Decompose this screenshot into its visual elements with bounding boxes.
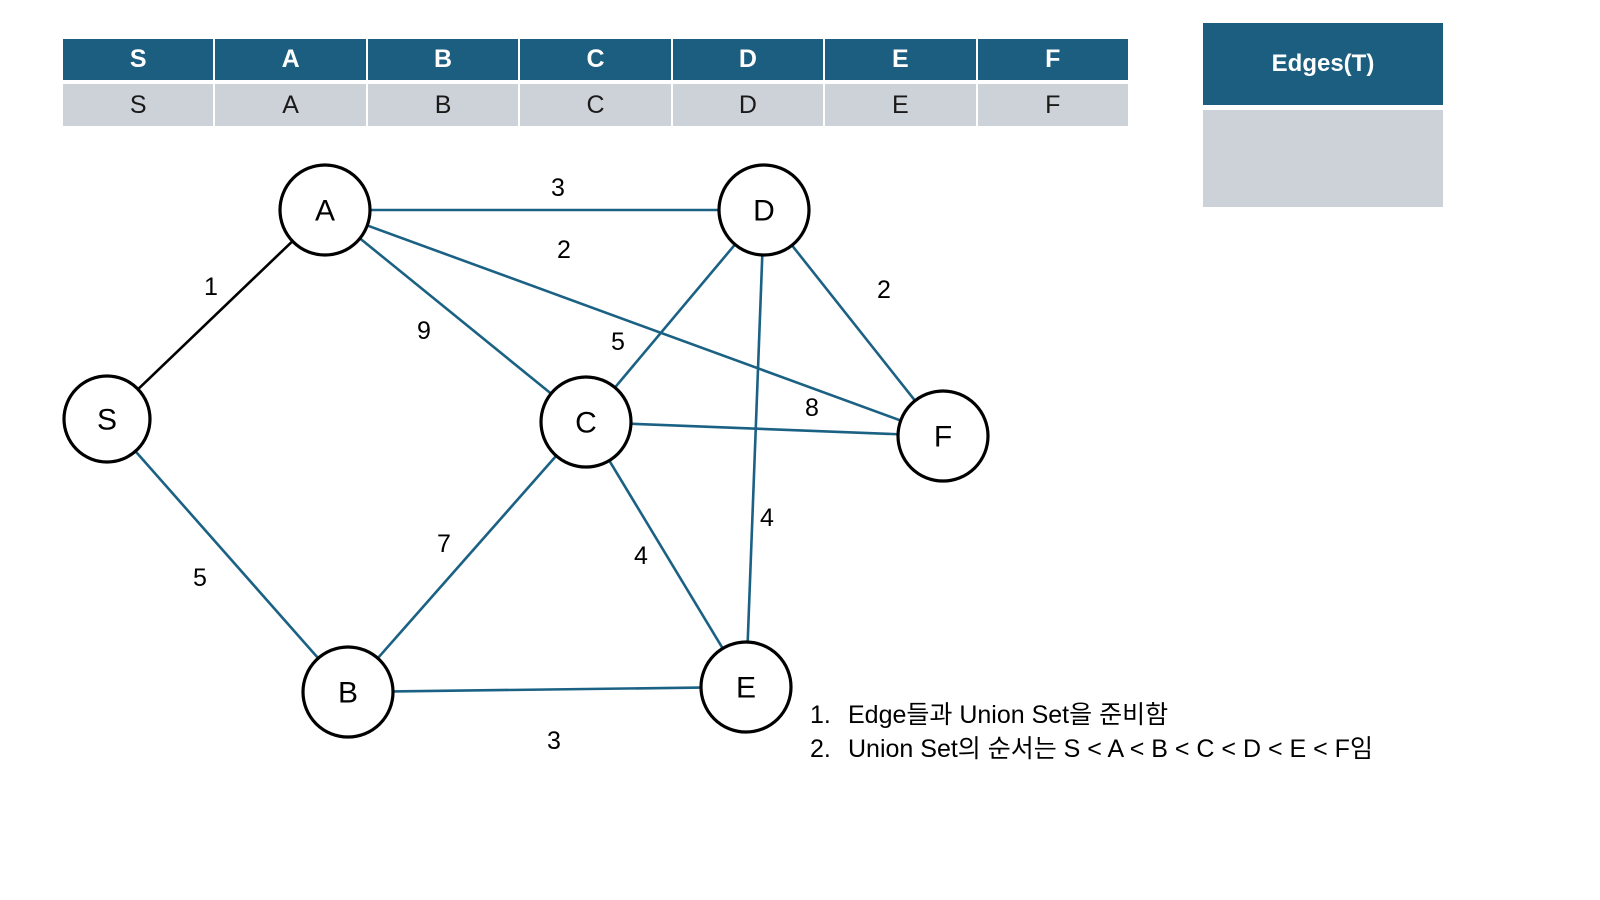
note-number: 2.	[810, 735, 831, 763]
union-set-value-cell-c: C	[520, 84, 673, 126]
union-set-header-cell-s: S	[63, 39, 216, 80]
edge-weight-d-f: 2	[877, 276, 891, 304]
graph-weight-layer: 1 5 3 2 9 5 8 7 4 2 4 3	[193, 174, 891, 755]
node-label-s: S	[97, 404, 117, 437]
node-circle-d[interactable]	[717, 163, 811, 257]
union-set-header-cell-c: C	[520, 39, 673, 80]
union-set-value-cell-b: B	[367, 84, 521, 126]
graph-node-d[interactable]: D	[717, 163, 811, 257]
note-text: Union Set의 순서는 S < A < B < C < D < E < F…	[848, 735, 1373, 763]
graph-edge-b-e	[392, 686, 702, 693]
graph-edge-c-f	[630, 422, 899, 436]
edge-weight-a-f: 2	[557, 236, 571, 264]
edge-weight-c-f: 8	[805, 394, 819, 422]
edge-weight-a-c: 9	[417, 317, 431, 345]
graph-node-f[interactable]: F	[896, 389, 990, 483]
union-set-header-cell-a: A	[215, 39, 368, 80]
union-set-value-cell-d: D	[672, 84, 826, 126]
graph-edge-c-b	[376, 454, 558, 660]
node-circle-s[interactable]	[62, 374, 152, 464]
union-set-value-cell-s: S	[63, 84, 216, 126]
notes-list: 1. Edge들과 Union Set을 준비함 2. Union Set의 순서는 …	[810, 698, 1570, 766]
node-label-b: B	[338, 677, 358, 710]
node-circle-f[interactable]	[896, 389, 990, 483]
graph-node-s[interactable]: S	[62, 374, 152, 464]
node-label-a: A	[315, 195, 335, 228]
graph-node-b[interactable]: B	[301, 645, 395, 739]
node-label-f: F	[934, 421, 952, 454]
edge-weight-a-d: 3	[551, 174, 565, 202]
node-circle-e[interactable]	[699, 640, 793, 734]
note-line: 2. Union Set의 순서는 S < A < B < C < D < E <…	[810, 732, 1570, 766]
edge-weight-s-b: 5	[193, 564, 207, 592]
node-label-d: D	[753, 195, 775, 228]
union-set-header-cell-e: E	[825, 39, 978, 80]
graph-edge-a-f	[366, 224, 902, 422]
graph-node-layer: S A B C D E F	[62, 163, 990, 739]
graph-edge-a-c	[359, 237, 552, 395]
edges-t-box: Edges(T)	[1203, 23, 1443, 207]
union-set-header-cell-f: F	[977, 39, 1128, 80]
graph-edge-s-a	[137, 240, 294, 391]
node-circle-c[interactable]	[539, 375, 633, 469]
graph-edge-c-e	[608, 459, 724, 650]
note-line: 1. Edge들과 Union Set을 준비함	[810, 698, 1570, 732]
union-set-header-cell-b: B	[367, 39, 521, 80]
union-set-value-cell-a: A	[215, 84, 368, 126]
edge-weight-d-e: 4	[760, 504, 774, 532]
edge-weight-b-e: 3	[547, 727, 561, 755]
graph-node-e[interactable]: E	[699, 640, 793, 734]
edges-t-title: Edges(T)	[1203, 23, 1443, 105]
node-circle-b[interactable]	[301, 645, 395, 739]
graph-edge-d-f	[790, 244, 917, 402]
node-label-e: E	[736, 672, 756, 705]
note-number: 1.	[810, 701, 831, 729]
edge-weight-c-e: 4	[634, 542, 648, 570]
graph-node-c[interactable]: C	[539, 375, 633, 469]
edges-t-list	[1203, 110, 1443, 207]
graph-node-a[interactable]: A	[278, 163, 372, 257]
edge-weight-s-a: 1	[204, 273, 218, 301]
graph-edge-d-e	[746, 254, 764, 643]
node-circle-a[interactable]	[278, 163, 372, 257]
edge-weight-c-d: 5	[611, 328, 625, 356]
node-label-c: C	[575, 407, 597, 440]
union-set-header-cell-d: D	[672, 39, 826, 80]
note-text: Edge들과 Union Set을 준비함	[848, 701, 1169, 729]
union-set-value-cell-f: F	[977, 84, 1128, 126]
graph-edge-c-d	[613, 243, 737, 389]
union-set-value-cell-e: E	[825, 84, 978, 126]
graph-edge-s-b	[134, 450, 320, 660]
edge-weight-c-b: 7	[437, 530, 451, 558]
graph-edge-layer	[134, 208, 917, 693]
